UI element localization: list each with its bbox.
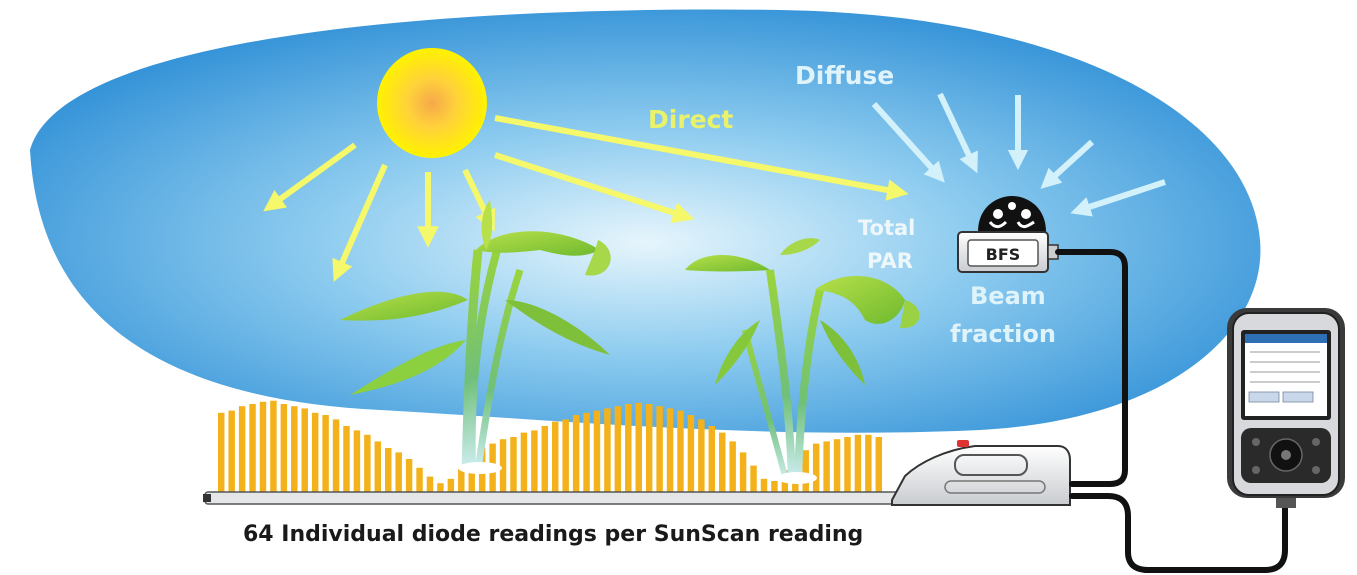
sunscan-probe xyxy=(203,440,1071,506)
diode-bar xyxy=(270,400,277,492)
diode-bar xyxy=(301,408,308,492)
diode-bar xyxy=(708,426,716,492)
diode-bar xyxy=(531,430,538,492)
diode-bar xyxy=(645,404,653,492)
diffuse-arrow xyxy=(937,92,978,174)
diode-bar xyxy=(823,441,830,492)
direct-arrow xyxy=(494,115,909,201)
bfs-cable xyxy=(1055,249,1128,487)
sky-background xyxy=(30,9,1261,433)
direct-arrow xyxy=(494,152,695,223)
direct-arrow xyxy=(263,142,357,212)
diode-bar xyxy=(687,415,695,492)
diode-bar xyxy=(771,481,778,492)
diode-bar xyxy=(698,419,705,492)
logger-screen xyxy=(1245,334,1327,416)
diffuse-arrow xyxy=(1070,179,1166,217)
diode-bar xyxy=(218,412,225,492)
diode-bar xyxy=(604,408,611,492)
par-label: PAR xyxy=(867,249,913,273)
diode-readings-bars xyxy=(218,400,883,492)
diode-bar xyxy=(437,483,444,492)
diode-bar xyxy=(311,412,319,492)
diode-bar xyxy=(562,419,569,492)
diode-bar xyxy=(405,459,413,492)
diode-bar xyxy=(865,434,872,492)
diode-bar xyxy=(238,406,246,492)
diode-bar xyxy=(249,404,256,492)
diode-bar xyxy=(635,402,642,492)
total-label: Total xyxy=(858,216,915,240)
diode-bar xyxy=(802,450,809,492)
diffuse-arrow xyxy=(871,101,945,183)
diode-bar xyxy=(666,408,674,492)
cables xyxy=(1055,249,1288,573)
diode-bar xyxy=(572,415,580,492)
diode-bar xyxy=(656,406,663,492)
diode-bar xyxy=(520,432,528,492)
diode-bar xyxy=(280,404,288,492)
diffuse-light-arrows xyxy=(871,92,1166,217)
diode-bar xyxy=(750,465,757,492)
diode-bar xyxy=(677,410,684,492)
diode-bar xyxy=(719,432,726,492)
diode-bar xyxy=(343,426,350,492)
diode-bar xyxy=(374,441,382,492)
diode-bar xyxy=(291,406,298,492)
diode-bar xyxy=(552,421,559,492)
diode-bar xyxy=(332,419,340,492)
diode-bar xyxy=(228,410,235,492)
diode-bar xyxy=(468,456,475,492)
diode-bar xyxy=(447,478,455,492)
diode-bar xyxy=(458,467,465,492)
diode-bar xyxy=(625,404,632,492)
bfs-label: BFS xyxy=(986,245,1021,264)
diode-bar xyxy=(395,452,402,492)
diode-bar xyxy=(812,443,820,492)
diode-bar xyxy=(854,434,862,492)
direct-label: Direct xyxy=(648,105,733,134)
diode-bar xyxy=(541,426,549,492)
diode-bar xyxy=(583,412,590,492)
diode-bar xyxy=(416,467,423,492)
direct-light-arrows xyxy=(263,115,909,282)
logger-cable xyxy=(1069,493,1288,573)
diffuse-arrow xyxy=(1040,139,1095,189)
sun-icon xyxy=(377,48,487,158)
diagram-caption: 64 Individual diode readings per SunScan… xyxy=(243,522,864,547)
plant-left xyxy=(340,200,611,474)
diode-bar xyxy=(499,439,507,492)
diffuse-label: Diffuse xyxy=(795,61,894,90)
diode-bar xyxy=(259,401,267,492)
handheld-data-logger xyxy=(1227,308,1345,508)
diode-bar xyxy=(729,441,736,492)
diode-bar xyxy=(426,476,434,492)
fraction-label: fraction xyxy=(950,320,1056,348)
diode-bar xyxy=(739,452,747,492)
diode-bar xyxy=(875,437,883,492)
diode-bar xyxy=(833,439,841,492)
diode-bar xyxy=(353,430,361,492)
bfs-sensor: BFS xyxy=(957,196,1059,273)
diode-bar xyxy=(760,478,768,492)
direct-arrow xyxy=(332,163,388,282)
plant-right xyxy=(685,238,920,484)
diode-bar xyxy=(614,406,622,492)
diode-bar xyxy=(844,437,851,492)
diode-bar xyxy=(593,410,601,492)
diode-bar xyxy=(364,434,371,492)
beam-label: Beam xyxy=(970,282,1046,310)
diode-bar xyxy=(385,448,392,492)
diode-bar xyxy=(510,437,517,492)
diode-bar xyxy=(322,415,329,492)
